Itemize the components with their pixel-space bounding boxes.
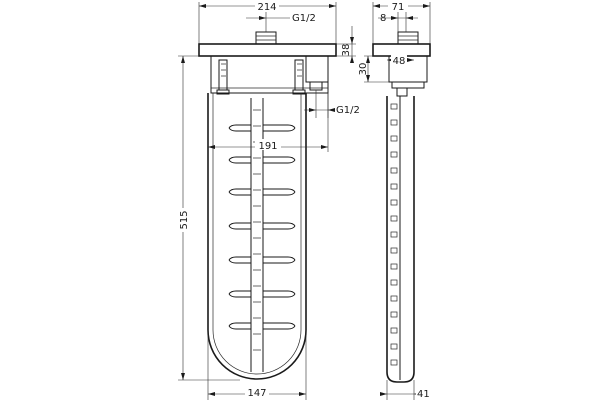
front-view (198, 31, 337, 380)
rib-right (263, 156, 296, 164)
dim-plate-height: 38 (336, 26, 356, 63)
side-rib-mark (390, 119, 398, 126)
label-bottom-depth: 41 (417, 389, 430, 400)
side-rib-mark (390, 231, 398, 238)
front-dimensions: 214 G1/2 38 G1/2 (176, 0, 360, 400)
side-rib-mark (390, 343, 398, 350)
label-thread-top: G1/2 (292, 13, 316, 24)
rib-left (228, 156, 251, 164)
label-overall-width: 214 (257, 2, 276, 13)
side-rib-marks (390, 103, 398, 366)
rib-right (263, 322, 296, 330)
rib-left (228, 188, 251, 196)
side-rib-mark (390, 247, 398, 254)
label-bottom-width: 147 (247, 388, 266, 399)
rib-left (228, 322, 251, 330)
dim-overall-height: 515 (176, 55, 240, 381)
side-rib-mark (390, 199, 398, 206)
label-body-depth: 48 (393, 56, 406, 67)
rib-left (228, 222, 251, 230)
rib-left (228, 124, 251, 132)
label-plate-height: 38 (341, 44, 352, 57)
side-mounting-plate (372, 43, 431, 57)
side-rib-mark (390, 103, 398, 110)
side-rib-mark (390, 167, 398, 174)
label-offset: 8 (380, 13, 386, 24)
side-rib-mark (390, 215, 398, 222)
rib-right (263, 222, 296, 230)
side-rib-mark (390, 295, 398, 302)
dim-thread-side: G1/2 (304, 90, 360, 118)
side-rib-mark (390, 183, 398, 190)
label-inner-width: 191 (258, 141, 277, 152)
left-valve-cartridge (216, 59, 230, 95)
dim-bottom-depth: 41 (380, 380, 432, 400)
side-outlet-fitting (309, 81, 323, 91)
side-dimensions: 71 8 30 48 (358, 0, 432, 400)
right-valve-cartridge (292, 59, 306, 95)
label-depth: 71 (392, 2, 405, 13)
dim-thread-top: G1/2 (246, 12, 316, 32)
side-panel-outline (386, 96, 415, 383)
mounting-plate (198, 43, 337, 57)
dim-depth: 71 (372, 0, 431, 44)
label-spacing: 30 (358, 63, 369, 76)
panel-outline (207, 93, 307, 380)
dim-overall-width: 214 (198, 0, 337, 44)
dim-spacing: 30 (358, 55, 389, 83)
side-port-block (305, 55, 329, 83)
side-view (372, 31, 431, 383)
side-rib-mark (390, 263, 398, 270)
rib-right (263, 124, 296, 132)
side-inlet-fitting (397, 31, 419, 45)
side-port (396, 87, 408, 97)
rib-right (263, 290, 296, 298)
side-rib-mark (390, 327, 398, 334)
rib-right (263, 256, 296, 264)
dim-bottom-width: 147 (207, 330, 307, 400)
dim-body-depth: 48 (387, 55, 414, 67)
rib-left (228, 256, 251, 264)
rib-right (263, 188, 296, 196)
top-inlet-fitting (255, 31, 277, 45)
dim-offset: 8 (378, 12, 418, 32)
side-rib-mark (390, 311, 398, 318)
dim-inner-width: 191 (208, 93, 329, 152)
label-overall-height: 515 (179, 210, 190, 229)
side-rib-mark (390, 359, 398, 366)
side-rib-mark (390, 135, 398, 142)
rib-left (228, 290, 251, 298)
water-channel-ribs (228, 109, 296, 351)
label-thread-side: G1/2 (336, 105, 360, 116)
side-rib-mark (390, 151, 398, 158)
side-rib-mark (390, 279, 398, 286)
